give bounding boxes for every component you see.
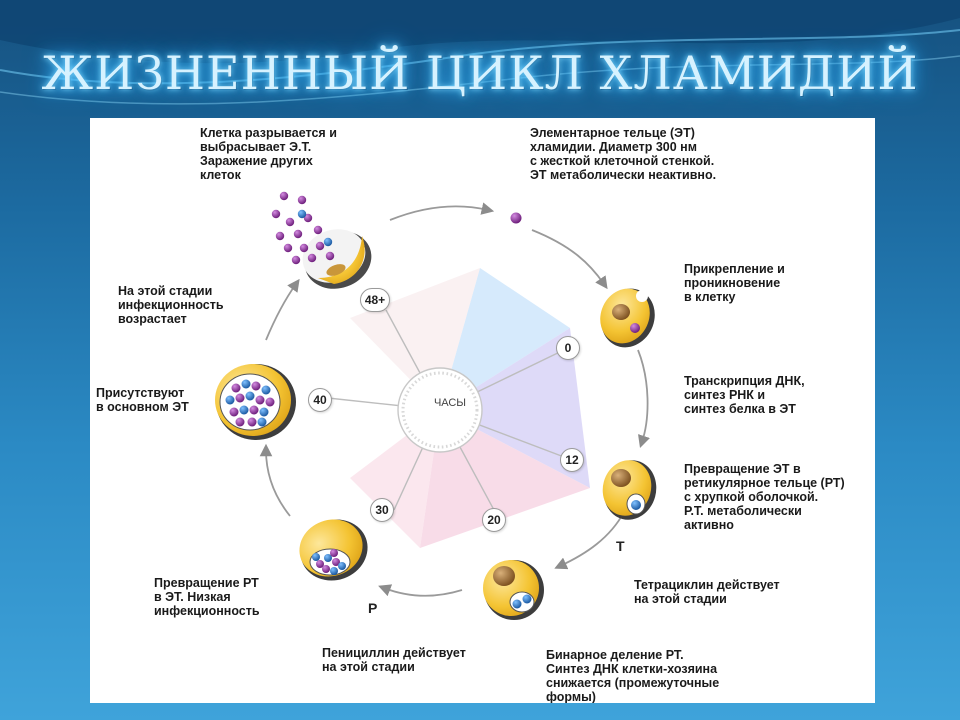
released-elementary-bodies [271,191,335,265]
label-tetracycline: Тетрациклин действует на этой стадии [634,578,780,606]
label-et-to-rt: Превращение ЭТ в ретикулярное тельце (РТ… [684,462,845,532]
label-infectivity-rises: На этой стадии инфекционность возрастает [118,284,224,326]
cell-et-to-rt [602,460,657,520]
clock-face [397,367,483,453]
life-cycle-diagram [215,191,657,620]
label-cell-bursts: Клетка разрывается и выбрасывает Э.Т. За… [200,126,337,182]
cycle-arrows [259,202,650,597]
cell-mostly-et [215,364,296,440]
hour-marker-48: 48+ [360,288,390,312]
hour-marker-40: 40 [308,388,332,412]
label-transcription: Транскрипция ДНК, синтез РНК и синтез бе… [684,374,805,416]
label-attachment: Прикрепление и проникновение в клетку [684,262,785,304]
clock-ticks [401,371,479,449]
stage-letter-t: Т [616,538,625,554]
label-binary-division: Бинарное деление РТ. Синтез ДНК клетки-х… [546,648,720,703]
header-wave-decoration [0,0,960,105]
elementary-body [510,212,522,224]
hour-marker-0: 0 [556,336,580,360]
cell-rt-to-et [299,519,368,581]
label-rt-to-et: Превращение РТ в ЭТ. Низкая инфекционнос… [154,576,260,618]
cell-attachment [600,288,655,348]
hour-marker-30: 30 [370,498,394,522]
label-elementary-body: Элементарное тельце (ЭТ) хламидии. Диаме… [530,126,717,182]
stage-letter-p: Р [368,600,378,616]
label-penicillin: Пенициллин действует на этой стадии [322,646,466,674]
slide-title: ЖИЗНЕННЫЙ ЦИКЛ ХЛАМИДИЙ [41,46,919,100]
diagram-panel: ЧАСЫ 48+ 0 12 20 30 40 Т Р Клетка разрыв… [90,118,875,703]
clock-label: ЧАСЫ [433,397,467,409]
cell-binary-division [483,560,544,620]
label-present-et: Присутствуют в основном ЭТ [96,386,189,414]
hour-marker-20: 20 [482,508,506,532]
hour-marker-12: 12 [560,448,584,472]
cell-burst [302,229,372,289]
